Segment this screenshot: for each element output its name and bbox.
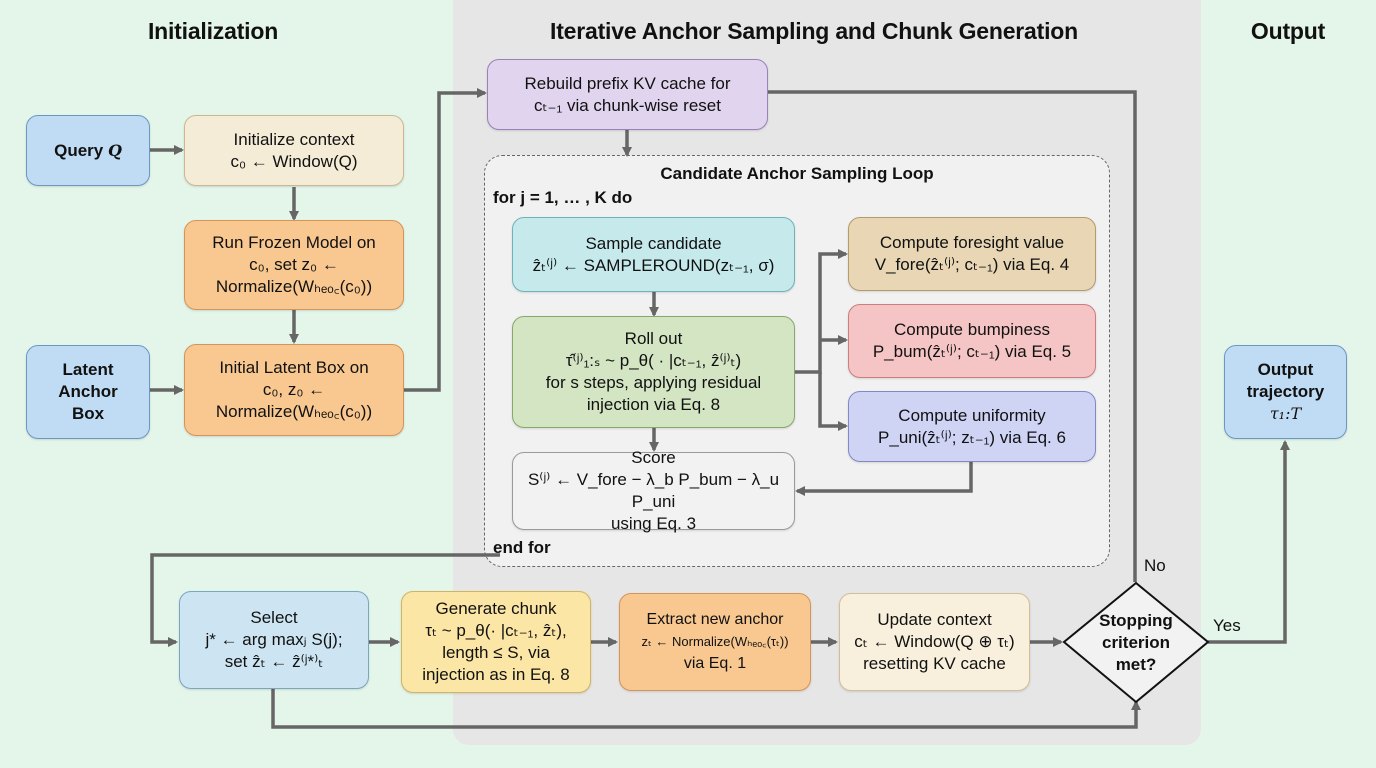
sample-line1: Sample candidate <box>585 233 722 253</box>
arrow-uni-to-score <box>795 462 973 496</box>
arrow-initial-to-rebuild <box>404 88 487 392</box>
initial-latent-line2: c₀, z₀ ← <box>262 380 326 399</box>
update-line3: resetting KV cache <box>863 654 1006 673</box>
rebuild-line2: cₜ₋₁ via chunk-wise reset <box>534 95 721 115</box>
section-title-output: Output <box>1250 18 1326 44</box>
generate-chunk-box: Generate chunk τₜ ~ p_θ(· |cₜ₋₁, ẑₜ), le… <box>401 591 591 693</box>
initial-latent-line3: Normalize(Wₕₑₒ꜀(c₀)) <box>215 402 373 421</box>
update-context-box: Update context cₜ ← Window(Q ⊕ τₜ) reset… <box>839 593 1030 691</box>
uniformity-line2: P_uni(ẑₜ⁽ʲ⁾; zₜ₋₁) via Eq. 6 <box>878 427 1066 447</box>
latent-anchor-line1: Latent <box>62 360 114 379</box>
foresight-value-box: Compute foresight value V_fore(ẑₜ⁽ʲ⁾; cₜ… <box>848 217 1096 291</box>
run-frozen-model-box: Run Frozen Model on c₀, set z₀ ← Normali… <box>184 220 404 310</box>
loop-end-label: end for <box>493 538 551 557</box>
select-line1: Select <box>250 608 298 627</box>
arrow-branch-uni <box>818 372 848 431</box>
score-line2: S⁽ʲ⁾ ← V_fore − λ_b P_bum − λ_u P_uni <box>527 470 780 511</box>
update-line2: cₜ ← Window(Q ⊕ τₜ) <box>854 632 1015 651</box>
select-line3: set ẑₜ ← ẑ⁽ʲ*⁾ₜ <box>224 652 324 671</box>
decision-diamond <box>1062 581 1210 704</box>
arrow-loop-to-select <box>150 553 500 647</box>
foresight-line1: Compute foresight value <box>879 233 1065 252</box>
initial-latent-line1: Initial Latent Box on <box>219 358 369 377</box>
decision-label: Stopping criterion met? <box>1080 610 1192 676</box>
query-label: Query <box>54 140 108 160</box>
rollout-line2: τ̂⁽ʲ⁾₁:ₛ ~ p_θ( · |cₜ₋₁, ẑ⁽ʲ⁾ₜ) <box>565 351 742 370</box>
uniformity-box: Compute uniformity P_uni(ẑₜ⁽ʲ⁾; zₜ₋₁) vi… <box>848 391 1096 462</box>
output-line1: Output <box>1257 360 1314 379</box>
score-line3: using Eq. 3 <box>610 514 697 533</box>
query-symbol: Q <box>107 140 122 160</box>
latent-anchor-box: Latent Anchor Box <box>26 345 150 439</box>
arrow-yes-to-output <box>1208 440 1290 644</box>
yes-label: Yes <box>1213 616 1241 635</box>
output-line2: trajectory <box>1246 382 1325 401</box>
decision-line2: criterion <box>1101 633 1171 652</box>
init-context-line2: c₀ ← Window(Q) <box>230 151 358 171</box>
extract-line2: zₜ ← Normalize(Wₕₑₒ꜀(τₜ)) <box>641 634 789 649</box>
bumpiness-line1: Compute bumpiness <box>894 320 1050 339</box>
section-title-initialization: Initialization <box>147 18 279 44</box>
update-line1: Update context <box>877 610 992 629</box>
loop-title: Candidate Anchor Sampling Loop <box>660 164 934 183</box>
generate-line3: length ≤ S, via <box>442 643 550 662</box>
initial-latent-box: Initial Latent Box on c₀, z₀ ← Normalize… <box>184 344 404 436</box>
extract-line3: via Eq. 1 <box>683 655 747 672</box>
generate-line2: τₜ ~ p_θ(· |cₜ₋₁, ẑₜ), <box>425 621 567 640</box>
generate-line1: Generate chunk <box>435 599 557 618</box>
rebuild-line1: Rebuild prefix KV cache for <box>524 73 731 93</box>
score-line1: Score <box>631 448 676 467</box>
run-frozen-line2: c₀, set z₀ ← <box>249 255 339 274</box>
run-frozen-line3: Normalize(Wₕₑₒ꜀(c₀)) <box>215 277 373 296</box>
latent-anchor-line2: Anchor <box>58 382 118 401</box>
extract-line1: Extract new anchor <box>646 611 784 628</box>
generate-line4: injection as in Eq. 8 <box>422 665 570 684</box>
select-line2: j* ← arg maxⱼ S(j); <box>205 630 343 649</box>
rollout-line4: injection via Eq. 8 <box>586 395 721 414</box>
select-box: Select j* ← arg maxⱼ S(j); set ẑₜ ← ẑ⁽ʲ*… <box>179 591 369 689</box>
rollout-line3: for s steps, applying residual <box>545 373 762 392</box>
loop-for-label: for j = 1, … , K do <box>493 188 633 207</box>
run-frozen-line1: Run Frozen Model on <box>212 233 376 252</box>
extract-anchor-box: Extract new anchor zₜ ← Normalize(Wₕₑₒ꜀(… <box>619 593 811 691</box>
section-title-iterative: Iterative Anchor Sampling and Chunk Gene… <box>550 18 1078 44</box>
bumpiness-box: Compute bumpiness P_bum(ẑₜ⁽ʲ⁾; cₜ₋₁) via… <box>848 304 1096 378</box>
uniformity-line1: Compute uniformity <box>898 405 1046 425</box>
query-box: Query Q <box>26 115 150 186</box>
score-box: Score S⁽ʲ⁾ ← V_fore − λ_b P_bum − λ_u P_… <box>512 448 795 533</box>
sample-line2: ẑₜ⁽ʲ⁾ ← SAMPLEROUND(zₜ₋₁, σ) <box>532 255 775 275</box>
rollout-line1: Roll out <box>624 329 683 348</box>
decision-line1: Stopping <box>1099 611 1173 630</box>
init-context-line1: Initialize context <box>233 129 355 149</box>
sample-candidate-box: Sample candidate ẑₜ⁽ʲ⁾ ← SAMPLEROUND(zₜ₋… <box>512 217 795 292</box>
foresight-line2: V_fore(ẑₜ⁽ʲ⁾; cₜ₋₁) via Eq. 4 <box>874 255 1070 274</box>
output-line3: τ₁:T <box>1269 404 1302 423</box>
rollout-box: Roll out τ̂⁽ʲ⁾₁:ₛ ~ p_θ( · |cₜ₋₁, ẑ⁽ʲ⁾ₜ)… <box>512 316 795 428</box>
output-trajectory-box: Output trajectory τ₁:T <box>1224 345 1347 439</box>
arrow-rollout-branch <box>795 249 848 374</box>
no-label: No <box>1144 556 1166 575</box>
initialize-context-box: Initialize context c₀ ← Window(Q) <box>184 115 404 186</box>
arrow-rebuild-to-decision <box>768 90 1137 582</box>
decision-line3: met? <box>1115 655 1157 674</box>
bumpiness-line2: P_bum(ẑₜ⁽ʲ⁾; cₜ₋₁) via Eq. 5 <box>872 342 1072 361</box>
rebuild-kv-cache-box: Rebuild prefix KV cache for cₜ₋₁ via chu… <box>487 59 768 130</box>
latent-anchor-line3: Box <box>71 404 105 423</box>
arrow-select-to-decision <box>271 689 1141 729</box>
